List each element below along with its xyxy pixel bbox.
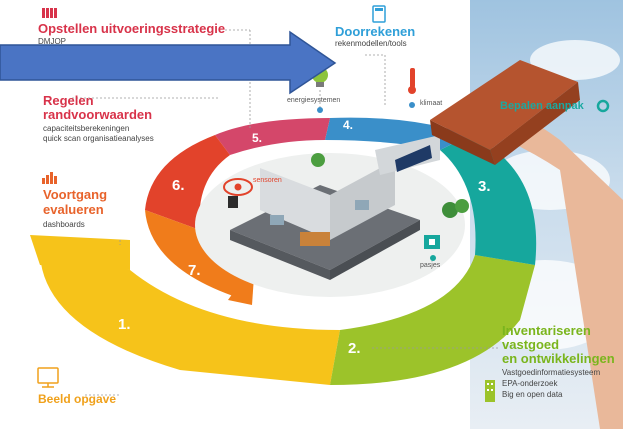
office-building-icon bbox=[485, 380, 495, 402]
step-3-title: Bepalen aanpak bbox=[500, 100, 584, 112]
step-2-item-1: Vastgoedinformatiesysteem bbox=[502, 368, 601, 377]
segment-5-pink bbox=[215, 118, 330, 155]
eye-icon bbox=[223, 178, 253, 196]
step-2-number: 2. bbox=[348, 340, 361, 357]
step-2-title-line1: Inventariseren bbox=[502, 323, 591, 338]
segment-1-lead bbox=[30, 235, 130, 270]
monitor-question-icon bbox=[37, 367, 59, 388]
step-6-number: 6. bbox=[172, 177, 185, 194]
step-3-number: 3. bbox=[478, 178, 491, 195]
segment-1-yellow bbox=[40, 255, 340, 385]
segment-3-teal bbox=[440, 135, 537, 265]
building-illustration bbox=[228, 135, 469, 280]
step-5-title: Opstellen uitvoeringsstrategie bbox=[38, 21, 226, 36]
segment-2-green bbox=[330, 255, 535, 385]
blue-arrow bbox=[0, 30, 337, 95]
step-6-title-line1: Regelen bbox=[43, 93, 94, 108]
chart-bars-icon bbox=[42, 172, 57, 184]
step-6-item-1: capaciteitsberekeningen bbox=[43, 124, 130, 133]
step-1-number: 1. bbox=[118, 316, 131, 333]
books-icon bbox=[42, 8, 57, 18]
step-6-title-line2: randvoorwaarden bbox=[43, 107, 153, 122]
step-1-title: Beeld opgave bbox=[38, 392, 117, 406]
step-2-item-3: Big en open data bbox=[502, 390, 563, 399]
callout-sensoren: sensoren bbox=[253, 177, 282, 184]
callout-energiesystemen: energiesystemen bbox=[287, 97, 341, 104]
cycle-ring bbox=[30, 117, 537, 385]
callout-pasjes: pasjes bbox=[420, 262, 441, 269]
callout-klimaat: klimaat bbox=[420, 100, 443, 107]
callout-dots bbox=[182, 102, 436, 261]
step-7-item-1: dashboards bbox=[43, 220, 85, 229]
thermometer-icon bbox=[408, 68, 416, 94]
hand-holding-brick bbox=[430, 60, 623, 429]
step-4-title: Doorrekenen bbox=[335, 24, 416, 39]
step-7-number: 7. bbox=[188, 262, 201, 279]
gear-icon bbox=[596, 99, 610, 113]
step-7-title-line1: Voortgang bbox=[43, 187, 108, 202]
step-4-number: 4. bbox=[343, 118, 354, 132]
step-2-item-2: EPA-onderzoek bbox=[502, 379, 558, 388]
step-7-title-line2: evalueren bbox=[43, 202, 104, 217]
card-reader-icon bbox=[424, 235, 440, 249]
step-5-subtitle: DMJOP bbox=[38, 37, 66, 46]
step-2-title-line2: vastgoed bbox=[502, 337, 560, 352]
step-5-number: 5. bbox=[252, 131, 263, 145]
calculator-icon bbox=[372, 5, 386, 23]
step-6-item-2: quick scan organisatieanalyses bbox=[43, 134, 154, 143]
step-4-subtitle: rekenmodellen/tools bbox=[335, 39, 407, 48]
step-2-title-line3: en ontwikkelingen bbox=[502, 351, 615, 366]
segment-7-orange bbox=[145, 210, 250, 300]
segment-6-red bbox=[145, 135, 230, 230]
